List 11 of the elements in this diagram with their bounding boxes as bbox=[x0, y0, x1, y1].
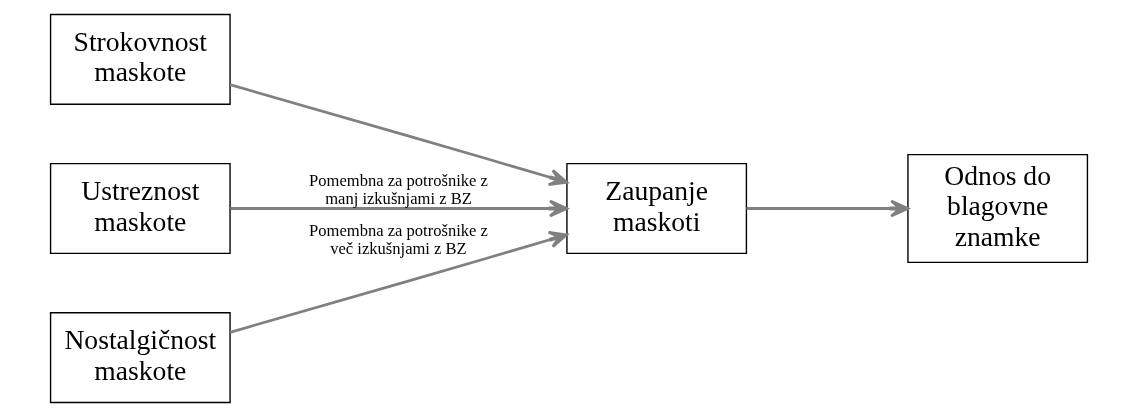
node-box: Strokovnost maskote bbox=[49, 13, 231, 105]
arrow bbox=[746, 199, 910, 217]
arrow bbox=[229, 230, 568, 334]
node-box: Nostalgičnost maskote bbox=[49, 311, 231, 403]
edge-label: Pomembna za potrošnike z manj izkušnjami z BZ bbox=[309, 170, 488, 208]
arrow bbox=[229, 82, 568, 186]
arrow bbox=[230, 199, 568, 217]
edge-label: Pomembna za potrošnike z več izkušnjami z BZ bbox=[309, 220, 488, 258]
node-box: Zaupanje maskoti bbox=[566, 162, 748, 254]
node-box: Odnos do blagovne znamke bbox=[907, 153, 1089, 263]
node-box: Ustreznost maskote bbox=[49, 162, 231, 254]
